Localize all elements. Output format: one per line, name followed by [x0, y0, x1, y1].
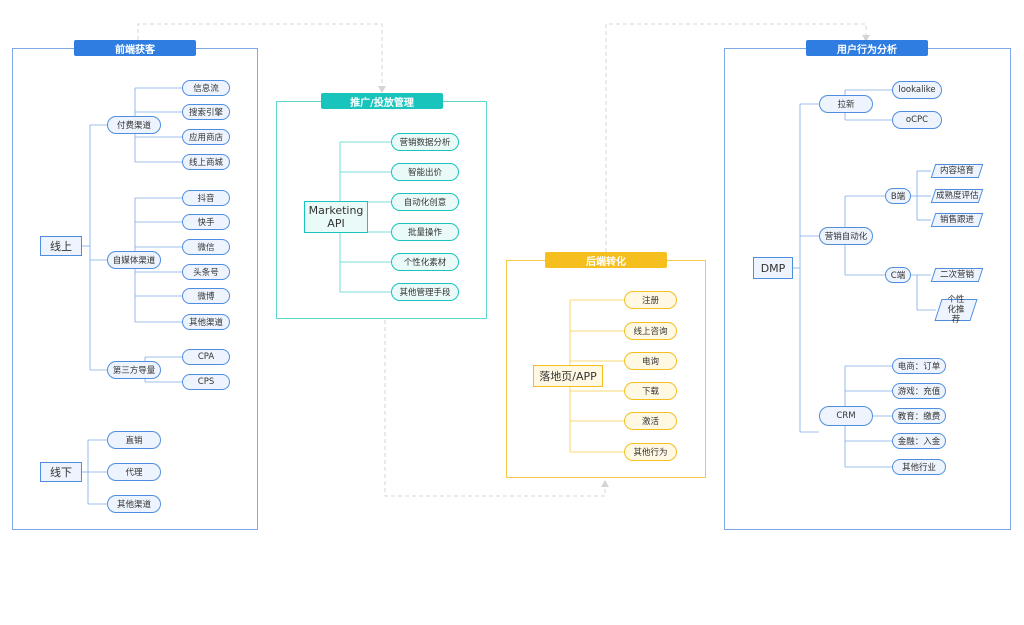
dmp-node[interactable]: DMP — [753, 257, 793, 279]
crm-item[interactable]: 其他行业 — [892, 459, 946, 475]
promo-item[interactable]: 智能出价 — [391, 163, 459, 181]
acquisition-node[interactable]: 拉新 — [819, 95, 873, 113]
crm-item[interactable]: 游戏：充值 — [892, 383, 946, 399]
acquisition-item[interactable]: lookalike — [892, 81, 942, 99]
paid-item[interactable]: 搜索引擎 — [182, 104, 230, 120]
promo-item[interactable]: 营销数据分析 — [391, 133, 459, 151]
landing-page-node[interactable]: 落地页/APP — [533, 365, 603, 387]
marketing-automation-node[interactable]: 营销自动化 — [819, 227, 873, 245]
online-node[interactable]: 线上 — [40, 236, 82, 256]
backend-item[interactable]: 线上咨询 — [624, 322, 677, 340]
paid-item[interactable]: 应用商店 — [182, 129, 230, 145]
b-side-item[interactable]: 销售跟进 — [930, 213, 984, 227]
paid-item[interactable]: 线上商城 — [182, 154, 230, 170]
media-item[interactable]: 快手 — [182, 214, 230, 230]
user-panel — [724, 48, 1011, 530]
b-side-node[interactable]: B端 — [885, 188, 911, 204]
media-item[interactable]: 微信 — [182, 239, 230, 255]
promo-item[interactable]: 批量操作 — [391, 223, 459, 241]
offline-node[interactable]: 线下 — [40, 462, 82, 482]
third-item[interactable]: CPA — [182, 349, 230, 365]
offline-item[interactable]: 其他渠道 — [107, 495, 161, 513]
offline-item[interactable]: 直销 — [107, 431, 161, 449]
flow-arrow-backend-to-user — [605, 23, 867, 252]
backend-item[interactable]: 注册 — [624, 291, 677, 309]
media-item[interactable]: 其他渠道 — [182, 314, 230, 330]
promo-panel-header: 推广/投放管理 — [321, 93, 443, 109]
b-side-item[interactable]: 内容培育 — [930, 164, 984, 178]
crm-item[interactable]: 电商：订单 — [892, 358, 946, 374]
c-side-item[interactable]: 二次营销 — [930, 268, 984, 282]
user-panel-header: 用户行为分析 — [806, 40, 928, 56]
front-panel-header: 前端获客 — [74, 40, 196, 56]
media-item[interactable]: 微博 — [182, 288, 230, 304]
third-item[interactable]: CPS — [182, 374, 230, 390]
paid-item[interactable]: 信息流 — [182, 80, 230, 96]
crm-item[interactable]: 教育：缴费 — [892, 408, 946, 424]
promo-item[interactable]: 个性化素材 — [391, 253, 459, 271]
crm-item[interactable]: 金融：入金 — [892, 433, 946, 449]
acquisition-item[interactable]: oCPC — [892, 111, 942, 129]
backend-item[interactable]: 激活 — [624, 412, 677, 430]
third-party-node[interactable]: 第三方导量 — [107, 361, 161, 379]
backend-panel-header: 后端转化 — [545, 252, 667, 268]
marketing-api-node[interactable]: Marketing API — [304, 201, 368, 233]
flow-arrow-front-to-promo — [137, 23, 383, 86]
arrowhead-backend — [601, 480, 609, 487]
backend-item[interactable]: 其他行为 — [624, 443, 677, 461]
offline-item[interactable]: 代理 — [107, 463, 161, 481]
c-side-item[interactable]: 个性化推荐 — [934, 295, 978, 325]
promo-item[interactable]: 自动化创意 — [391, 193, 459, 211]
media-channel-node[interactable]: 自媒体渠道 — [107, 251, 161, 269]
media-item[interactable]: 抖音 — [182, 190, 230, 206]
backend-item[interactable]: 电询 — [624, 352, 677, 370]
crm-node[interactable]: CRM — [819, 406, 873, 426]
b-side-item[interactable]: 成熟度评估 — [930, 189, 984, 203]
arrowhead-promo — [378, 86, 386, 93]
promo-item[interactable]: 其他管理手段 — [391, 283, 459, 301]
backend-item[interactable]: 下载 — [624, 382, 677, 400]
flow-arrow-promo-to-backend — [384, 320, 606, 497]
arrowhead-user — [862, 35, 870, 42]
media-item[interactable]: 头条号 — [182, 264, 230, 280]
c-side-node[interactable]: C端 — [885, 267, 911, 283]
paid-channel-node[interactable]: 付费渠道 — [107, 116, 161, 134]
